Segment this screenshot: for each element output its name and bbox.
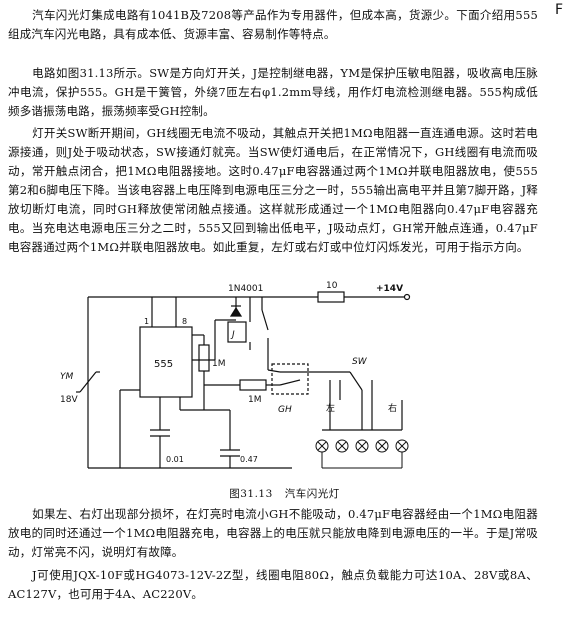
- paragraph-operation: 灯开关SW断开期间，GH线圈无电流不吸动，其触点开关把1MΩ电阻器一直连通电源。…: [8, 126, 538, 254]
- paragraph-circuit-description: 电路如图31.13所示。SW是方向灯开关，J是控制继电器，YM是保护压敏电阻器，…: [8, 66, 538, 118]
- label-supply: +14V: [376, 284, 403, 294]
- label-r1: 1M: [212, 359, 226, 369]
- label-left: 左: [326, 402, 335, 414]
- label-relay: J: [230, 330, 235, 340]
- corner-mark: F: [554, 2, 563, 18]
- lamp-row: [315, 439, 409, 453]
- label-sw: SW: [352, 357, 368, 367]
- label-gh: GH: [278, 405, 292, 415]
- label-resistor-10: 10: [326, 281, 338, 291]
- label-c1: 0.01: [166, 455, 184, 464]
- label-ic: 555: [154, 359, 173, 370]
- figure-caption: 图31.13 汽车闪光灯: [0, 486, 569, 501]
- label-ym: YM: [60, 372, 73, 382]
- label-diode: 1N4001: [228, 284, 263, 294]
- label-c2: 0.47: [240, 455, 258, 464]
- caption-number: 图31.13: [229, 488, 273, 500]
- paragraph-intro: 汽车闪光灯集成电路有1041B及7208等产品作为专用器件，但成本高，货源少。下…: [8, 8, 538, 41]
- label-right: 右: [388, 402, 397, 414]
- label-r2: 1M: [248, 395, 262, 405]
- caption-title: 汽车闪光灯: [284, 488, 340, 500]
- paragraph-fault: 如果左、右灯出现部分损坏，在灯亮时电流小GH不能吸动，0.47μF电容器经由一个…: [8, 507, 538, 559]
- label-pin8: 8: [182, 317, 187, 326]
- paragraph-relay-spec: J可使用JQX-10F或HG4073-12V-2Z型，线圈电阻80Ω，触点负载能…: [8, 568, 538, 601]
- label-pin1: 1: [144, 317, 149, 326]
- label-ym-voltage: 18V: [60, 395, 78, 405]
